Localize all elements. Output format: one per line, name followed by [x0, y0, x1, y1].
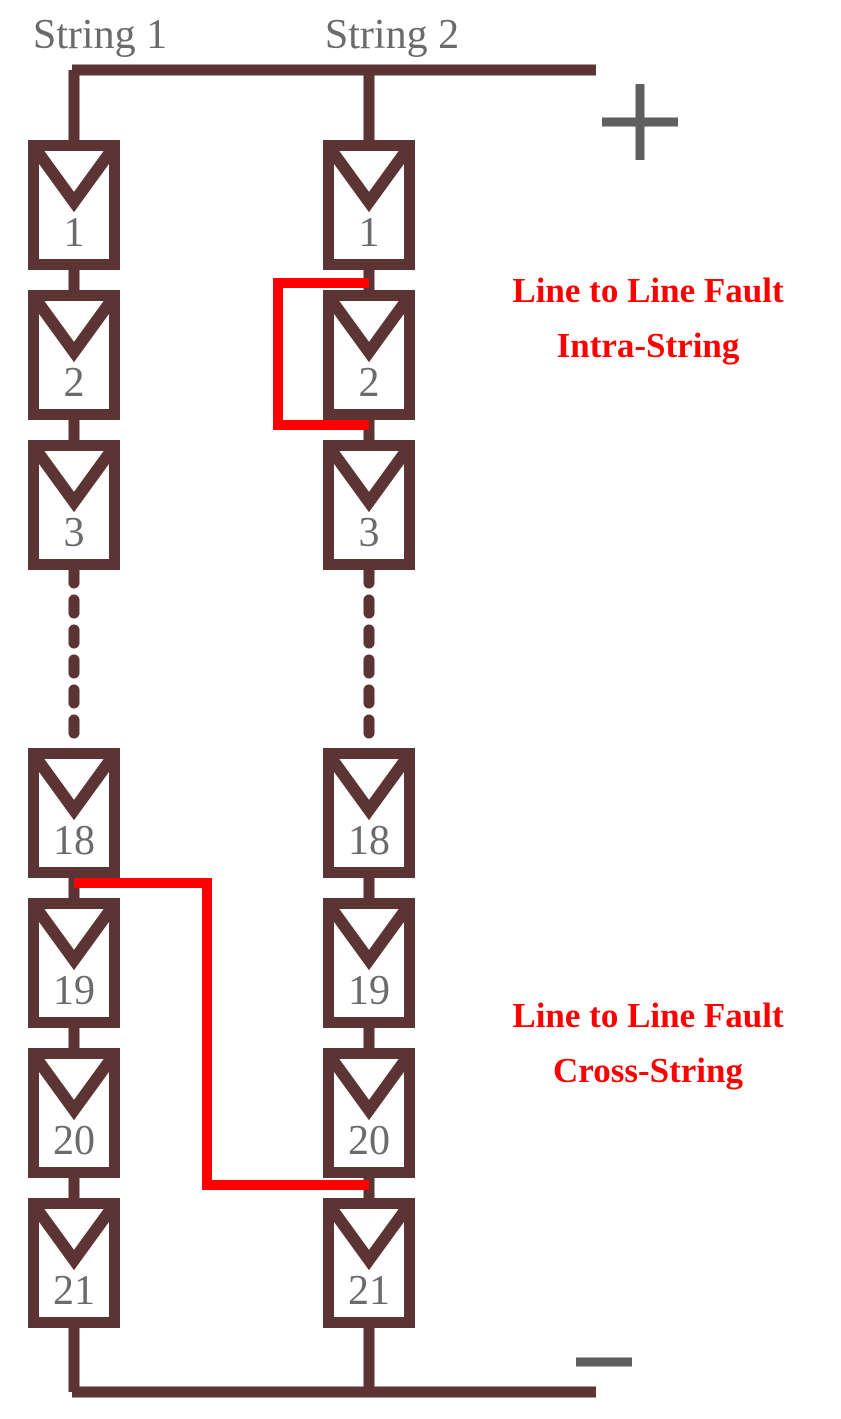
pv-module-1[interactable]: 1	[323, 140, 415, 270]
module-chevron-icon	[32, 1055, 116, 1121]
plus-icon	[602, 84, 678, 160]
module-chevron-icon	[32, 147, 116, 213]
module-number-label: 3	[64, 510, 85, 556]
fault-label-line-2: Cross-String	[553, 1051, 743, 1090]
string-2-label: String 2	[325, 12, 459, 58]
pv-module-2[interactable]: 2	[323, 290, 415, 420]
fault-wires-layer	[74, 278, 369, 1190]
pv-module-18[interactable]: 18	[323, 748, 415, 878]
polarity-group	[576, 84, 678, 1367]
module-number-label: 19	[53, 968, 95, 1014]
top-bus-group	[68, 64, 596, 140]
string-1-group: 1 2 3 18 19 20 21	[28, 140, 120, 1328]
module-chevron-icon	[32, 755, 116, 821]
pv-module-3[interactable]: 3	[323, 440, 415, 570]
module-chevron-icon	[327, 447, 411, 513]
module-chevron-icon	[327, 1205, 411, 1271]
module-chevron-icon	[32, 447, 116, 513]
pv-module-18[interactable]: 18	[28, 748, 120, 878]
module-number-label: 18	[348, 818, 390, 864]
pv-module-3[interactable]: 3	[28, 440, 120, 570]
module-number-label: 19	[348, 968, 390, 1014]
string-1-label: String 1	[33, 12, 167, 58]
pv-module-21[interactable]: 21	[323, 1198, 415, 1328]
module-number-label: 18	[53, 818, 95, 864]
module-number-label: 3	[359, 510, 380, 556]
fault-wire-cross-string[interactable]	[74, 878, 369, 1190]
pv-module-20[interactable]: 20	[28, 1048, 120, 1178]
pv-module-19[interactable]: 19	[28, 898, 120, 1028]
fault-label-line-1: Line to Line Fault	[512, 271, 784, 310]
fault-wire-intra-string[interactable]	[273, 278, 369, 430]
string-2-group: 1 2 3 18 19 20 21	[323, 140, 415, 1328]
fault-label-line-1: Line to Line Fault	[512, 996, 784, 1035]
module-chevron-icon	[327, 1055, 411, 1121]
module-number-label: 2	[359, 360, 380, 406]
module-number-label: 20	[348, 1118, 390, 1164]
module-chevron-icon	[32, 1205, 116, 1271]
pv-module-1[interactable]: 1	[28, 140, 120, 270]
pv-module-21[interactable]: 21	[28, 1198, 120, 1328]
pv-module-19[interactable]: 19	[323, 898, 415, 1028]
module-chevron-icon	[327, 905, 411, 971]
module-number-label: 20	[53, 1118, 95, 1164]
module-chevron-icon	[327, 297, 411, 363]
string-titles-group: String 1 String 2	[33, 12, 459, 58]
fault-label-line-2: Intra-String	[557, 326, 740, 365]
module-chevron-icon	[327, 755, 411, 821]
module-chevron-icon	[32, 297, 116, 363]
module-number-label: 2	[64, 360, 85, 406]
module-number-label: 21	[348, 1268, 390, 1314]
pv-module-2[interactable]: 2	[28, 290, 120, 420]
module-number-label: 1	[359, 210, 380, 256]
bottom-bus-group	[68, 1328, 596, 1398]
module-chevron-icon	[32, 905, 116, 971]
module-number-label: 21	[53, 1268, 95, 1314]
pv-module-20[interactable]: 20	[323, 1048, 415, 1178]
module-chevron-icon	[327, 147, 411, 213]
module-number-label: 1	[64, 210, 85, 256]
